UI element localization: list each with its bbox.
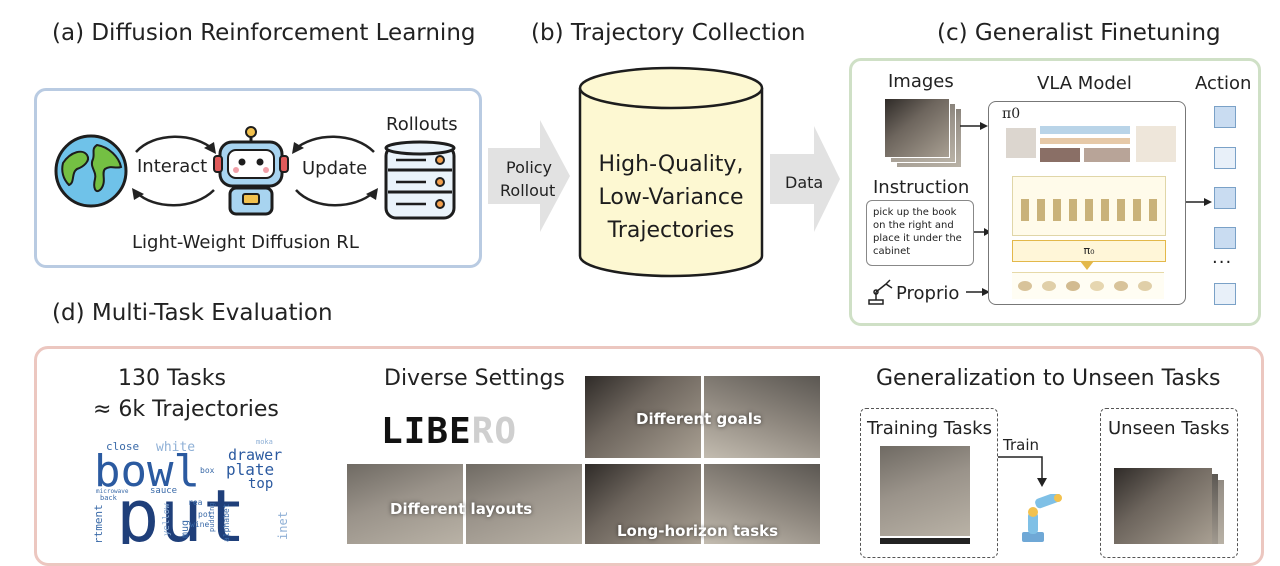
- unseen-task-photo-front: [1114, 468, 1212, 544]
- vla-to-action-arrow: [1186, 198, 1212, 206]
- policy-label: Policy: [506, 158, 553, 177]
- robot-arm-icon: [868, 279, 893, 305]
- train-label: Train: [1003, 436, 1039, 454]
- proprio-to-vla-arrow: [966, 288, 990, 296]
- goal-photo-2: [704, 376, 820, 458]
- vla-model-label: VLA Model: [1037, 73, 1132, 94]
- word-mug: mug: [180, 519, 191, 538]
- down-triangle-icon: [1080, 261, 1094, 270]
- word-drawer: drawer: [228, 446, 283, 464]
- word-pudding: pudding: [208, 502, 216, 532]
- action-token-5: [1214, 283, 1236, 305]
- globe-icon: [54, 134, 128, 208]
- robot-icon: [213, 126, 289, 216]
- word-alphabet: alphabet: [222, 503, 231, 542]
- policy-rollout-arrow: [488, 120, 570, 232]
- diverse-settings-label: Diverse Settings: [384, 366, 565, 391]
- word-inet: inet: [276, 511, 290, 540]
- instruction-textbox: pick up the book on the right and place …: [866, 200, 974, 266]
- tasks-count-label: 130 Tasks: [118, 366, 226, 391]
- trajectories-count-label: ≈ 6k Trajectories: [93, 397, 279, 422]
- cylinder-line-2: Low-Variance: [598, 185, 744, 210]
- update-label: Update: [302, 158, 368, 179]
- inner-pi0-bar: π₀: [1012, 240, 1166, 262]
- action-token-1: [1214, 106, 1236, 128]
- word-moka: moka: [256, 438, 273, 446]
- action-token-3: [1214, 187, 1236, 209]
- title-a: (a) Diffusion Reinforcement Learning: [52, 20, 476, 46]
- pi0-architecture-thumbnail: [1006, 124, 1178, 168]
- long-horizon-label: Long-horizon tasks: [617, 522, 779, 540]
- training-task-photo-next: [880, 538, 970, 544]
- action-token-4: [1214, 227, 1236, 249]
- word-rtment: rtment: [92, 504, 105, 544]
- word-back: back: [100, 494, 117, 502]
- layout-photo-1: [347, 464, 463, 544]
- trained-robot-arm-icon: [1022, 494, 1062, 542]
- word-plate: plate: [226, 460, 275, 479]
- instruction-to-vla-arrow: [974, 228, 991, 236]
- database-icon: [384, 140, 456, 220]
- title-b: (b) Trajectory Collection: [531, 20, 806, 46]
- long-horizon-photo-2: [704, 464, 820, 544]
- train-arrow: [998, 456, 1047, 487]
- training-task-photo: [880, 446, 970, 536]
- cylinder-text: High-Quality, Low-Variance Trajectories: [578, 148, 764, 247]
- update-cycle-arrows: [292, 135, 378, 207]
- rollouts-label: Rollouts: [386, 114, 458, 135]
- pi0-label: π0: [1002, 106, 1021, 122]
- interact-cycle-arrows: [132, 135, 216, 207]
- word-yellow: yellow: [162, 503, 172, 536]
- image-stack-front: [884, 98, 950, 158]
- goal-photo-1: [585, 376, 701, 458]
- title-d: (d) Multi-Task Evaluation: [52, 300, 333, 326]
- object-icon-row: [1012, 272, 1164, 299]
- instruction-label: Instruction: [873, 177, 970, 198]
- task-word-cloud: close white bowl drawer plate top box sa…: [90, 438, 290, 544]
- unseen-tasks-label: Unseen Tasks: [1108, 418, 1230, 439]
- word-white: white: [156, 440, 196, 455]
- word-box: box: [200, 466, 215, 475]
- layout-photo-2: [466, 464, 582, 544]
- cylinder-line-1: High-Quality,: [598, 152, 744, 177]
- training-tasks-label: Training Tasks: [867, 418, 992, 439]
- word-put: put: [116, 474, 247, 544]
- data-label: Data: [785, 173, 824, 192]
- word-sauce: sauce: [150, 486, 178, 496]
- rollout-label: Rollout: [500, 181, 556, 200]
- word-bowl: bowl: [94, 446, 200, 497]
- word-pot: pot: [198, 510, 213, 519]
- word-microwave: microwave: [96, 488, 129, 495]
- cylinder-line-3: Trajectories: [607, 218, 735, 243]
- generalization-label: Generalization to Unseen Tasks: [876, 366, 1221, 391]
- word-top: top: [248, 476, 274, 492]
- word-close: close: [106, 440, 140, 453]
- light-weight-diffusion-rl-caption: Light-Weight Diffusion RL: [132, 232, 359, 253]
- images-to-vla-arrow: [960, 122, 988, 130]
- long-horizon-photo-1: [585, 464, 701, 544]
- interact-label: Interact: [137, 156, 208, 177]
- libero-logo: LIBERO: [381, 411, 518, 452]
- action-sequence-thumbnail: [1012, 176, 1166, 236]
- action-label: Action: [1195, 73, 1252, 94]
- title-c: (c) Generalist Finetuning: [937, 20, 1221, 46]
- data-arrow: [770, 126, 840, 232]
- different-layouts-label: Different layouts: [390, 500, 533, 518]
- images-label: Images: [888, 71, 954, 92]
- action-token-2: [1214, 147, 1236, 169]
- different-goals-label: Different goals: [636, 410, 762, 428]
- word-wine: wine: [190, 520, 210, 529]
- proprio-label: Proprio: [896, 283, 960, 304]
- word-rea: rea: [188, 498, 203, 507]
- trajectory-cylinder: [578, 66, 764, 278]
- action-ellipsis: ···: [1212, 252, 1233, 273]
